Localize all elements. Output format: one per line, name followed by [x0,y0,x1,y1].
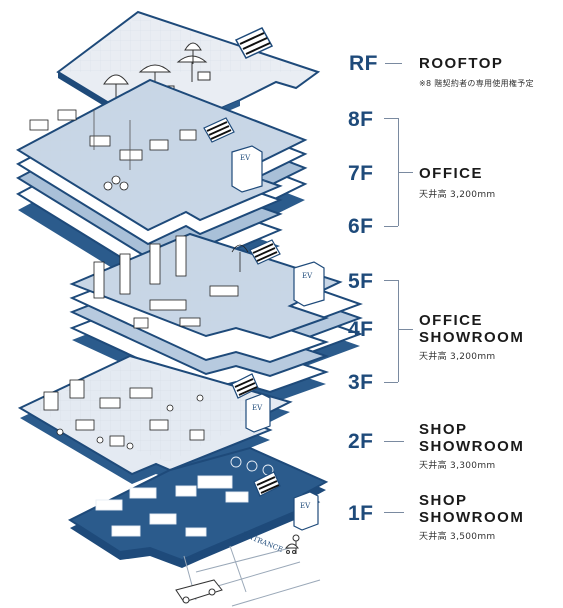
floor-name-office-showroom-1: OFFICE [419,312,483,329]
shop-1f-stairs-icon [253,471,281,497]
floor-name-shop-showroom-2f-2: SHOWROOM [419,438,525,455]
shop-2f-stairs-icon [231,373,259,399]
shop-1f-furniture-icon [95,456,274,537]
svg-text:EV: EV [302,272,313,280]
floor-name-office-showroom-2: SHOWROOM [419,329,525,346]
floor-note-office-showroom: 天井高 3,200mm [419,352,496,362]
floor-note-office: 天井高 3,200mm [419,190,496,200]
office-furniture-icon [29,109,197,191]
floor-name-office: OFFICE [419,165,483,182]
connector-line-office [399,172,413,173]
office-showroom-stack-3f-5f [69,232,363,404]
floor-label-3f: 3F [348,371,374,394]
floor-name-shop-showroom-2f-1: SHOP [419,421,468,438]
rooftop-stairs-icon [234,27,274,59]
person-with-pram-icon [284,534,300,554]
bracket-showroom-bottom [384,382,398,383]
bracket-office [384,118,398,119]
office-stairs-icon [203,117,235,143]
svg-text:EV: EV [300,502,311,510]
bracket-office-vertical [398,118,399,226]
floor-label-rf: RF [349,52,378,75]
floor-label-8f: 8F [348,108,374,131]
floor-label-6f: 6F [348,215,374,238]
floor-name-rooftop: ROOFTOP [419,55,504,72]
shop-2f-ev-icon: EV [245,393,271,433]
floor-label-5f: 5F [348,270,374,293]
parked-car-icon [175,579,223,604]
showroom-furniture-icon [93,235,249,329]
bracket-showroom-vertical [398,280,399,382]
floor-label-7f: 7F [348,162,374,185]
office-ev-icon: EV [231,145,263,193]
bracket-office-bottom [384,226,398,227]
floor-note-rooftop: ※8 階契約者の専用使用権予定 [419,79,534,88]
shop-2f-furniture-icon [43,379,205,450]
connector-line-showroom [399,329,413,330]
svg-text:EV: EV [240,154,251,162]
svg-text:ENTRANCE: ENTRANCE [241,530,284,553]
bracket-showroom [384,280,398,281]
connector-line-rf [385,63,402,64]
floor-note-shop-1f: 天井高 3,500mm [419,532,496,542]
floor-label-1f: 1F [348,502,374,525]
connector-line-1f [384,512,404,513]
floor-label-2f: 2F [348,430,374,453]
connector-line-2f [384,441,404,442]
floor-label-4f: 4F [348,318,374,341]
floor-name-shop-showroom-1f-1: SHOP [419,492,468,509]
floor-note-shop-2f: 天井高 3,300mm [419,461,496,471]
floor-name-shop-showroom-1f-2: SHOWROOM [419,509,525,526]
showroom-ev-icon: EV [293,261,325,307]
shop-1f-ev-icon: EV [293,491,319,531]
svg-text:EV: EV [252,404,263,412]
entrance-label: ENTRANCE [241,530,284,553]
showroom-stairs-icon [249,239,281,265]
